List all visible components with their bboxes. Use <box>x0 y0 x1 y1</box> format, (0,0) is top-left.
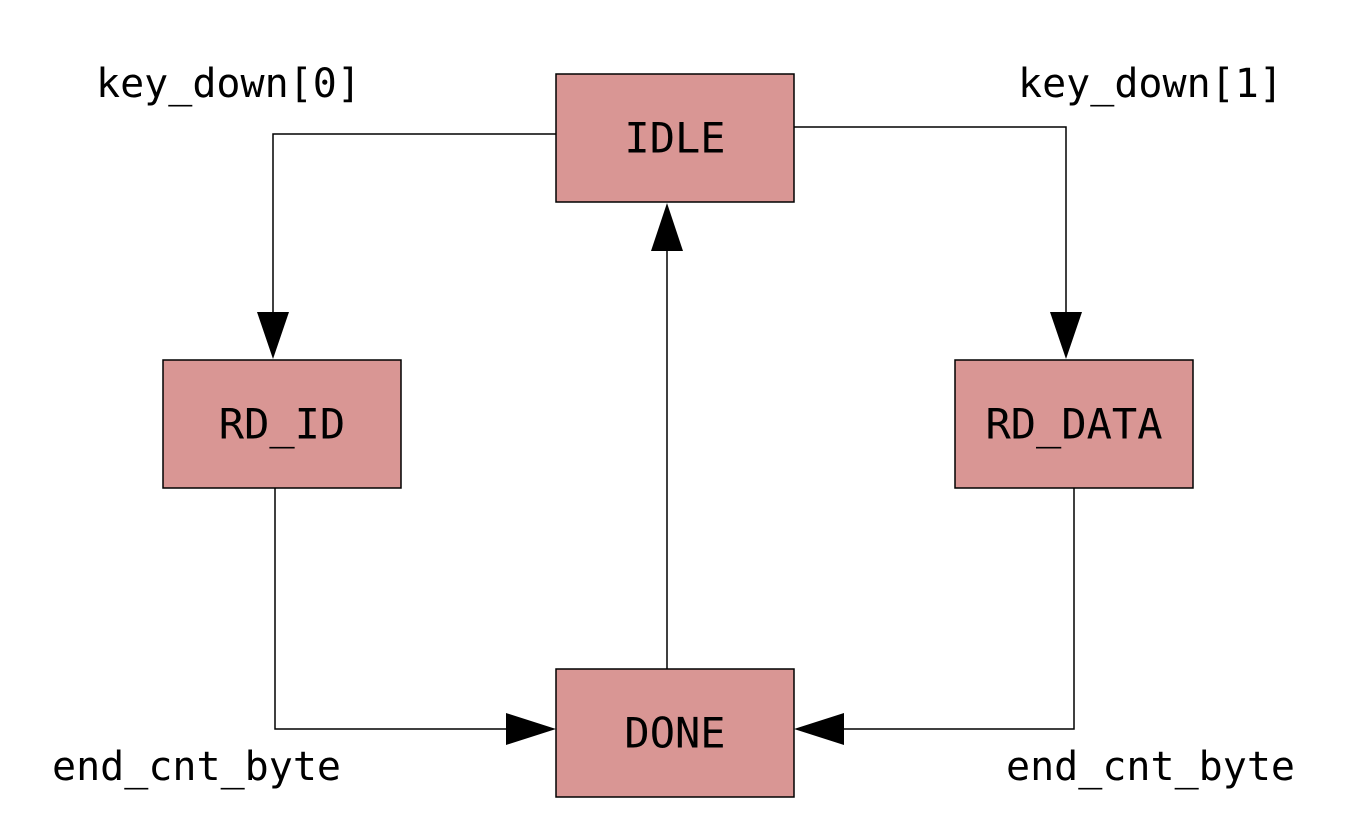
arrow-head-done-left <box>506 713 556 745</box>
state-idle: IDLE <box>555 73 795 203</box>
state-done-label: DONE <box>624 709 725 758</box>
arrow-head-rd-id <box>257 312 289 359</box>
state-rd-id: RD_ID <box>162 359 402 489</box>
edge-idle-to-rd-id <box>272 133 556 318</box>
edge-idle-to-rd-data <box>794 126 1067 318</box>
state-rd-id-label: RD_ID <box>219 400 345 449</box>
state-rd-data: RD_DATA <box>954 359 1194 489</box>
state-rd-data-label: RD_DATA <box>985 400 1162 449</box>
arrow-head-idle <box>651 203 683 251</box>
label-end-cnt-byte-right: end_cnt_byte <box>1006 744 1295 790</box>
label-key-down-1: key_down[1] <box>1018 61 1283 107</box>
arrow-head-done-right <box>794 713 844 745</box>
edge-rd-id-to-done <box>274 488 512 730</box>
label-end-cnt-byte-left: end_cnt_byte <box>52 744 341 790</box>
state-done-box <box>555 668 795 798</box>
state-done: DONE <box>555 668 795 798</box>
arrow-head-rd-data <box>1050 312 1082 359</box>
state-rd-data-box <box>954 359 1194 489</box>
edge-rd-data-to-done <box>838 488 1075 730</box>
state-idle-label: IDLE <box>624 114 725 163</box>
state-rd-id-box <box>162 359 402 489</box>
state-idle-box <box>555 73 795 203</box>
label-key-down-0: key_down[0] <box>96 61 361 107</box>
